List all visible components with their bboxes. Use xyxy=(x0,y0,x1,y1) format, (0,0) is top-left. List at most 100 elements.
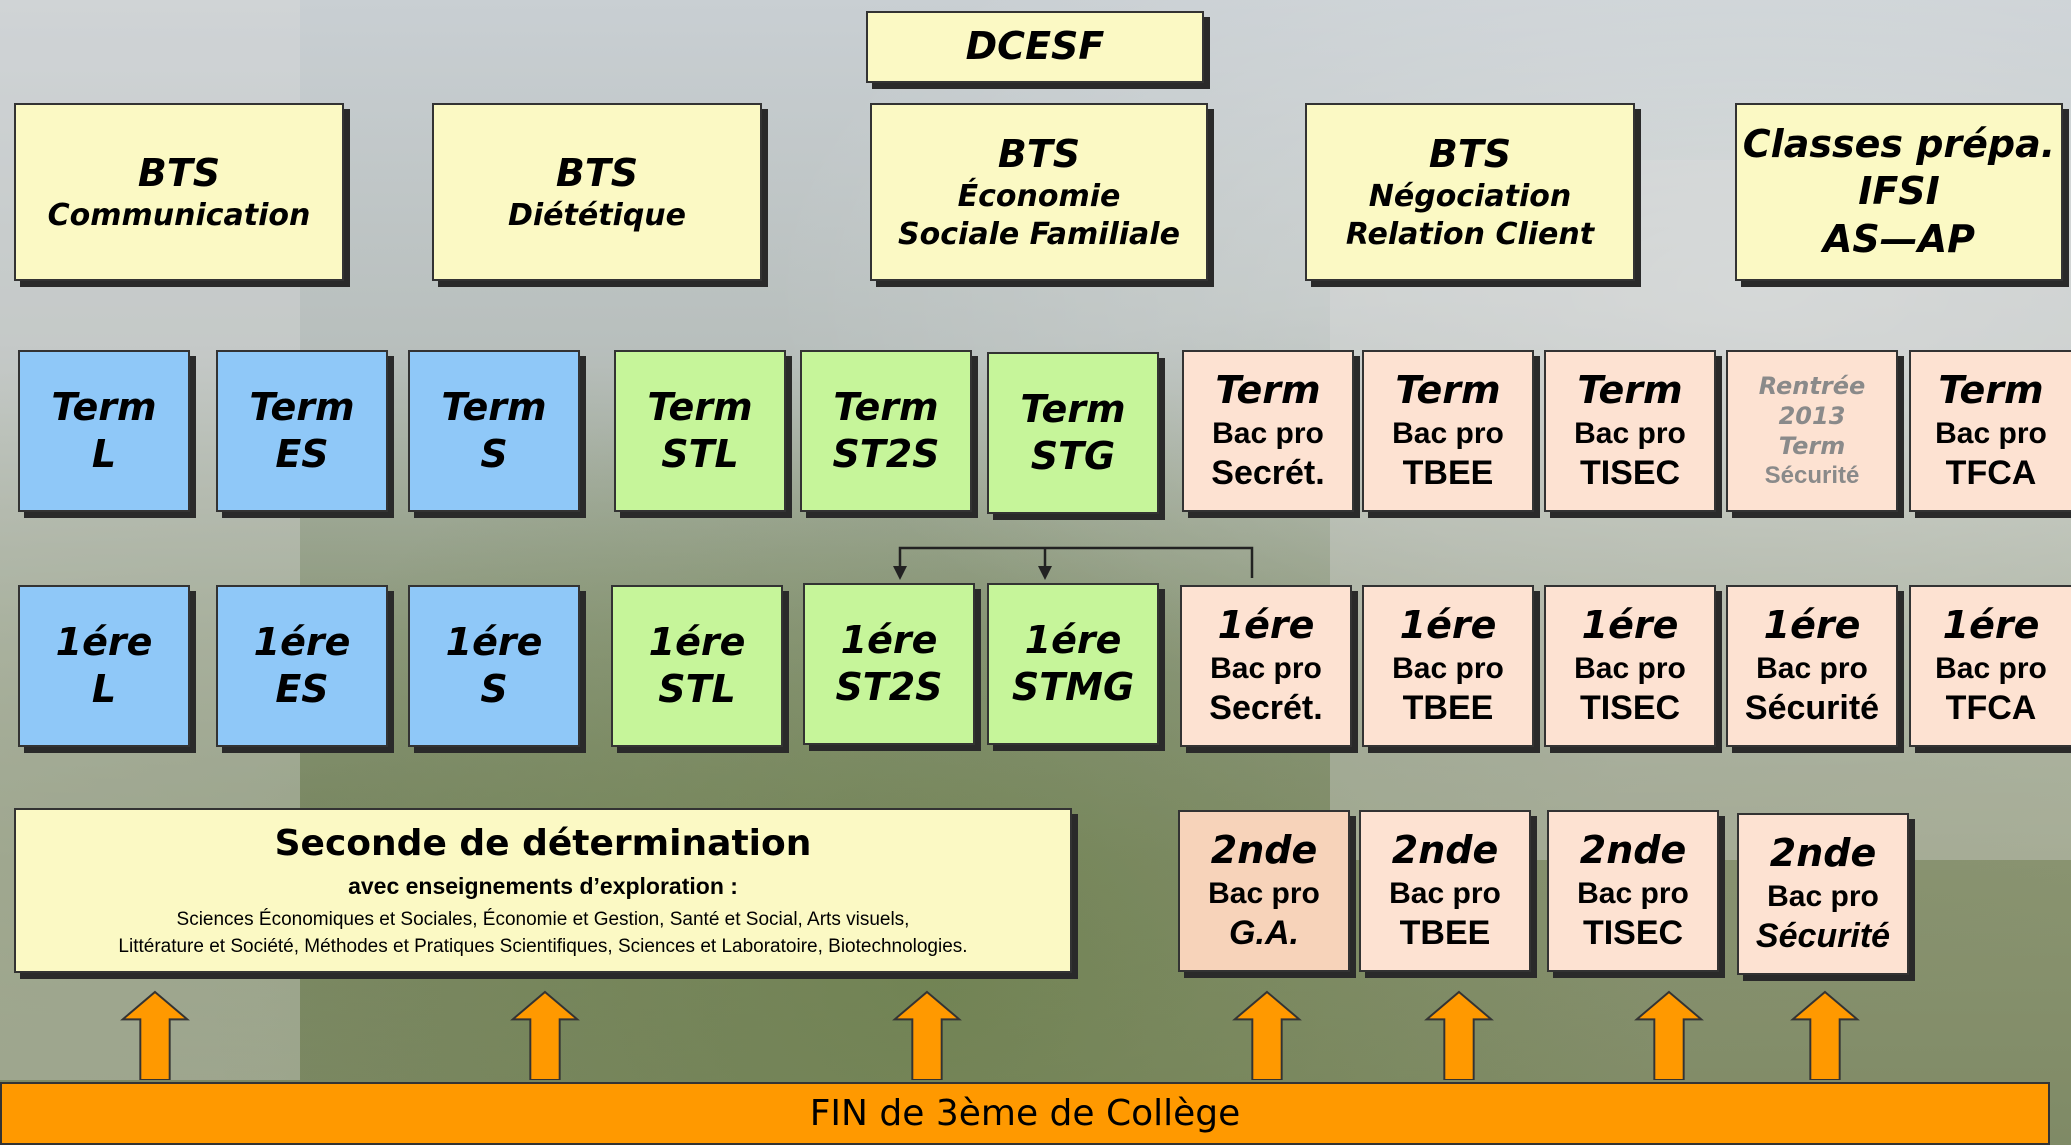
bacpro-label: Bac pro xyxy=(1767,879,1879,913)
bts-name: Communication xyxy=(47,198,311,233)
fin-college-bar: FIN de 3ème de Collège xyxy=(0,1082,2050,1145)
seconde-determination-box: Seconde de détermination avec enseigneme… xyxy=(14,808,1072,973)
level-label: 1ére xyxy=(1217,603,1315,648)
term-es-box: Term ES xyxy=(216,350,388,512)
seconde-pro-securite-box: 2nde Bac pro Sécurité xyxy=(1737,813,1909,975)
level-label: Term xyxy=(1215,368,1321,413)
bacpro-label: Bac pro xyxy=(1756,651,1868,685)
track-label: ST2S xyxy=(832,432,940,476)
level-label: Term xyxy=(833,384,939,429)
track-label: ST2S xyxy=(835,665,943,709)
premiere-l-box: 1ére L xyxy=(18,585,190,747)
term-pro-tfca-box: Term Bac pro TFCA xyxy=(1909,350,2071,512)
level-label: Term xyxy=(249,384,355,429)
level-label: Term xyxy=(1395,368,1501,413)
rentree-label: Rentrée xyxy=(1758,372,1866,400)
track-label: TISEC xyxy=(1579,689,1681,728)
seconde-options-line-1: Sciences Économiques et Sociales, Économ… xyxy=(176,908,910,930)
bts-name: Économie xyxy=(957,179,1121,215)
track-label: S xyxy=(480,432,508,476)
up-arrow-icon xyxy=(510,990,580,1080)
level-label: 1ére xyxy=(253,619,351,664)
prepa-label: Classes prépa. xyxy=(1742,121,2056,166)
level-label: 1ére xyxy=(1942,603,2040,648)
premiere-pro-tfca-box: 1ére Bac pro TFCA xyxy=(1909,585,2071,747)
track-label: G.A. xyxy=(1229,914,1299,953)
bacpro-label: Bac pro xyxy=(1392,416,1504,450)
prepa-name-2: AS—AP xyxy=(1822,216,1976,261)
track-label: TISEC xyxy=(1582,914,1684,953)
level-label: Term xyxy=(647,384,753,429)
track-label: Secrét. xyxy=(1211,454,1325,493)
premiere-st2s-box: 1ére ST2S xyxy=(803,583,975,745)
term-pro-securite-box: Rentrée 2013 Term Sécurité xyxy=(1726,350,1898,512)
level-label: 2nde xyxy=(1769,831,1877,876)
bacpro-label: Bac pro xyxy=(1577,876,1689,910)
term-stl-box: Term STL xyxy=(614,350,786,512)
track-label: STMG xyxy=(1011,665,1135,709)
up-arrow-icon xyxy=(892,990,962,1080)
level-label: Term xyxy=(441,384,547,429)
premiere-es-box: 1ére ES xyxy=(216,585,388,747)
level-label: Term xyxy=(1938,368,2044,413)
track-label: STL xyxy=(661,432,739,476)
level-label: 2nde xyxy=(1579,828,1687,873)
bacpro-label: Bac pro xyxy=(1574,651,1686,685)
level-label: Term xyxy=(1577,368,1683,413)
level-label: 2nde xyxy=(1391,828,1499,873)
bts-label: BTS xyxy=(997,131,1081,176)
prepa-box: Classes prépa. IFSI AS—AP xyxy=(1735,103,2063,281)
bacpro-label: Bac pro xyxy=(1935,651,2047,685)
premiere-pro-secret-box: 1ére Bac pro Secrét. xyxy=(1180,585,1352,747)
track-label: TFCA xyxy=(1945,689,2037,728)
up-arrow-icon xyxy=(1634,990,1704,1080)
track-label: STL xyxy=(658,667,736,711)
level-label: Term xyxy=(51,384,157,429)
bts-name: Diététique xyxy=(507,198,687,233)
bts-nrc-box: BTS Négociation Relation Client xyxy=(1305,103,1635,281)
track-label: TBEE xyxy=(1402,454,1494,493)
premiere-stl-box: 1ére STL xyxy=(611,585,783,747)
bacpro-label: Bac pro xyxy=(1935,416,2047,450)
track-label: TISEC xyxy=(1579,454,1681,493)
level-label: 1ére xyxy=(445,619,543,664)
dcesf-label: DCESF xyxy=(965,24,1105,69)
track-label: Sécurité xyxy=(1744,689,1880,728)
seconde-title: Seconde de détermination xyxy=(274,822,812,864)
bts-label: BTS xyxy=(1428,131,1512,176)
seconde-pro-tisec-box: 2nde Bac pro TISEC xyxy=(1547,810,1719,972)
term-pro-tisec-box: Term Bac pro TISEC xyxy=(1544,350,1716,512)
bts-label: BTS xyxy=(555,150,639,195)
bts-name-2: Sociale Familiale xyxy=(898,216,1180,252)
prepa-name: IFSI xyxy=(1858,169,1940,214)
bts-dietetique-box: BTS Diététique xyxy=(432,103,762,281)
bacpro-label: Bac pro xyxy=(1574,416,1686,450)
term-l-box: Term L xyxy=(18,350,190,512)
premiere-s-box: 1ére S xyxy=(408,585,580,747)
level-label: 1ére xyxy=(1581,603,1679,648)
level-label: 1ére xyxy=(1399,603,1497,648)
track-label: L xyxy=(91,432,117,476)
bacpro-label: Bac pro xyxy=(1210,651,1322,685)
bts-esf-box: BTS Économie Sociale Familiale xyxy=(870,103,1208,281)
up-arrow-icon xyxy=(1232,990,1302,1080)
seconde-subtitle: avec enseignements d’exploration : xyxy=(348,872,738,899)
term-pro-secret-box: Term Bac pro Secrét. xyxy=(1182,350,1354,512)
seconde-options-line-2: Littérature et Société, Méthodes et Prat… xyxy=(118,936,968,958)
level-label: 1ére xyxy=(1763,603,1861,648)
level-label: Term xyxy=(1778,432,1846,460)
level-label: 2nde xyxy=(1210,828,1318,873)
bts-label: BTS xyxy=(137,150,221,195)
fin-college-label: FIN de 3ème de Collège xyxy=(809,1093,1241,1134)
up-arrow-icon xyxy=(120,990,190,1080)
track-label: ES xyxy=(275,432,329,476)
premiere-stmg-box: 1ére STMG xyxy=(987,583,1159,745)
bts-name-2: Relation Client xyxy=(1345,216,1595,252)
bacpro-label: Bac pro xyxy=(1389,876,1501,910)
seconde-pro-ga-box: 2nde Bac pro G.A. xyxy=(1178,810,1350,972)
term-st2s-box: Term ST2S xyxy=(800,350,972,512)
track-label: ES xyxy=(275,667,329,711)
term-pro-tbee-box: Term Bac pro TBEE xyxy=(1362,350,1534,512)
premiere-pro-tbee-box: 1ére Bac pro TBEE xyxy=(1362,585,1534,747)
